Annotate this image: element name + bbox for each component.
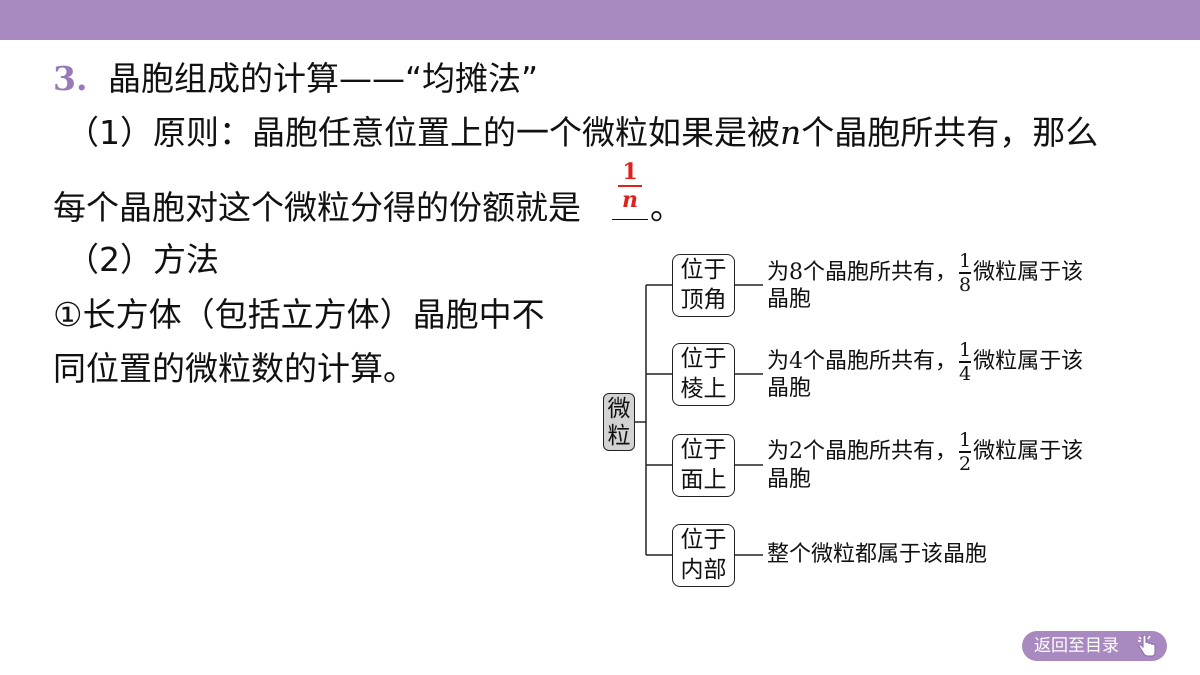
root-node-label: 微粒: [607, 396, 631, 449]
pointer-hand-icon: [1138, 635, 1156, 657]
principle-text-a: （1）原则：晶胞任意位置上的一个微粒如果是被: [66, 113, 780, 152]
node-edge: 位于 棱上: [672, 343, 735, 406]
answer-denominator: n: [622, 187, 638, 213]
node-edge-label-1: 位于: [680, 346, 727, 372]
answer-fraction: 1 n: [612, 160, 648, 212]
desc-face-line-2: 晶胞: [767, 467, 812, 492]
section-title: 晶胞组成的计算——“均摊法”: [107, 59, 539, 98]
node-edge-label-2: 棱上: [680, 376, 727, 402]
node-face-label-1: 位于: [680, 437, 727, 463]
fraction-bar: [959, 361, 972, 363]
principle-text-c: 每个晶胞对这个微粒分得的份额就是: [53, 188, 581, 227]
principle-period: 。: [650, 188, 683, 227]
principle-line-1: （1）原则：晶胞任意位置上的一个微粒如果是被n个晶胞所共有，那么: [66, 116, 1098, 149]
desc-vertex-line-2: 晶胞: [767, 287, 812, 312]
fraction-bar: [959, 451, 972, 453]
node-interior-label-1: 位于: [680, 527, 727, 553]
fraction-denominator: 8: [959, 273, 972, 296]
fraction-numerator: 1: [959, 339, 972, 361]
method-item-1-line-1: ①长方体（包括立方体）晶胞中不: [53, 295, 545, 334]
root-node-particle: 微粒: [603, 393, 635, 451]
desc-face-suffix: 微粒属于该: [973, 438, 1084, 464]
desc-vertex-text: 为8个晶胞所共有，: [767, 259, 957, 285]
fraction-denominator: 2: [959, 452, 972, 475]
answer-blank-underline: [612, 219, 648, 220]
node-face-label-2: 面上: [680, 467, 727, 493]
principle-text-b: 个晶胞所共有，那么: [801, 113, 1099, 152]
desc-interior: 整个微粒都属于该晶胞: [767, 542, 988, 567]
answer-fraction-bar: [618, 185, 642, 187]
desc-edge-line-2: 晶胞: [767, 376, 812, 401]
node-vertex: 位于 顶角: [672, 254, 735, 317]
fraction-numerator: 1: [959, 429, 972, 451]
back-to-contents-label: 返回至目录: [1034, 636, 1119, 656]
back-to-contents-button[interactable]: 返回至目录: [1022, 631, 1167, 661]
section-number: 3.: [53, 59, 88, 98]
node-vertex-label-2: 顶角: [680, 287, 727, 313]
method-item-1-line-2: 同位置的微粒数的计算。: [53, 349, 416, 388]
node-interior-label-2: 内部: [680, 557, 727, 583]
answer-numerator: 1: [622, 159, 638, 185]
fraction-bar: [959, 272, 972, 274]
method-label: （2）方法: [66, 240, 219, 279]
fraction-denominator: 4: [959, 362, 972, 385]
node-face: 位于 面上: [672, 434, 735, 497]
node-interior: 位于 内部: [672, 524, 735, 587]
principle-line-2: 每个晶胞对这个微粒分得的份额就是: [53, 191, 581, 224]
desc-edge-suffix: 微粒属于该: [973, 348, 1084, 374]
desc-vertex-suffix: 微粒属于该: [973, 259, 1084, 285]
node-vertex-label-1: 位于: [680, 257, 727, 283]
fraction-numerator: 1: [959, 250, 972, 272]
desc-face-text: 为2个晶胞所共有，: [767, 438, 957, 464]
desc-edge-text: 为4个晶胞所共有，: [767, 348, 957, 374]
principle-variable-n: n: [780, 113, 802, 152]
section-heading: 3. 晶胞组成的计算——“均摊法”: [53, 62, 538, 95]
top-banner: [0, 0, 1200, 40]
